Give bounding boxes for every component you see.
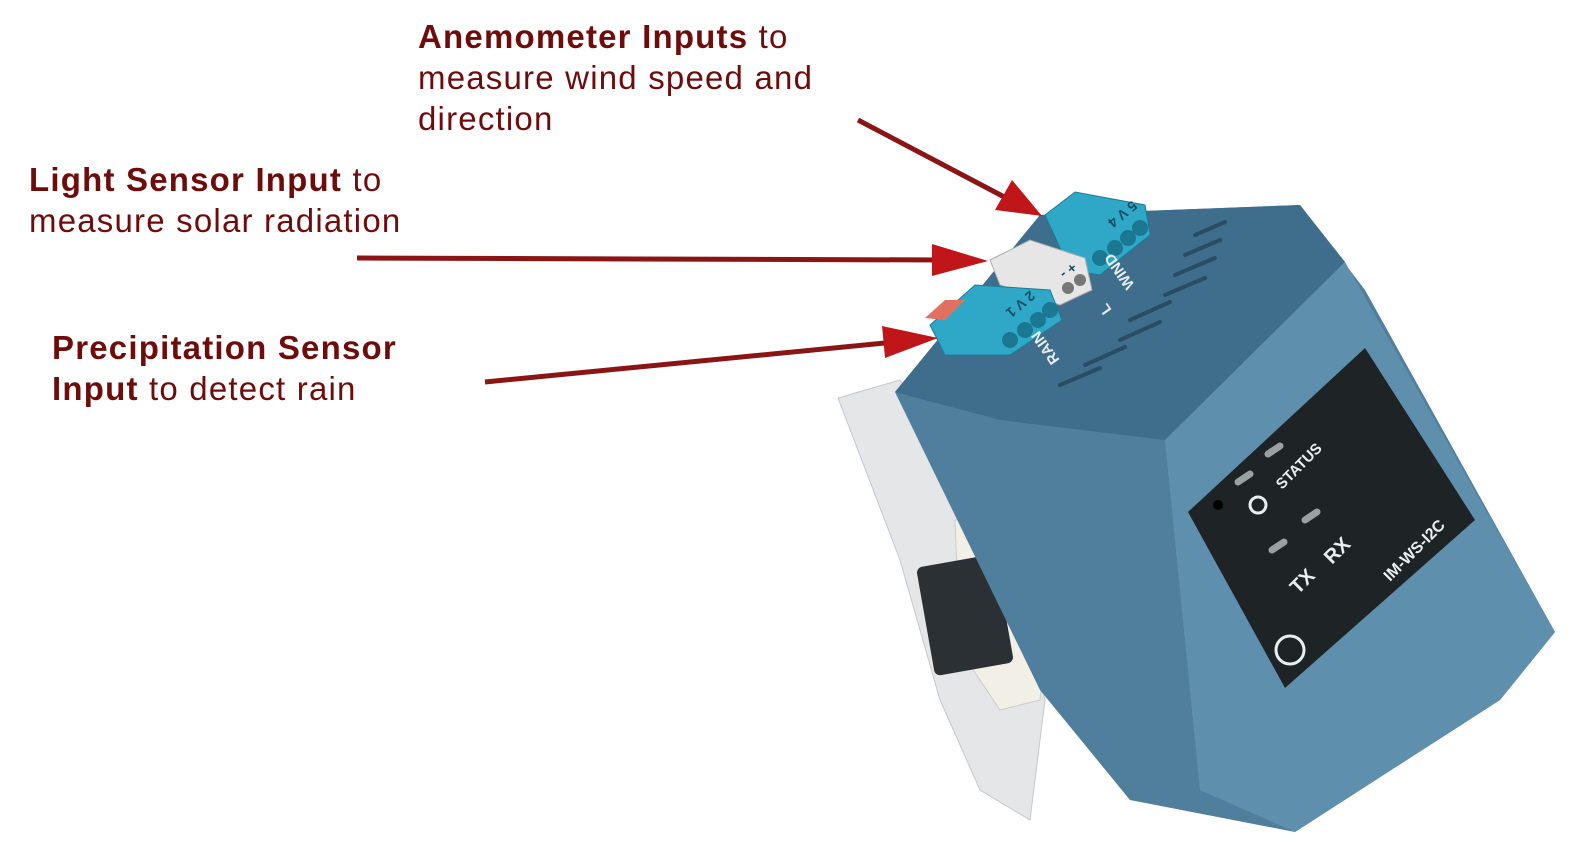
- arrowhead-light: [932, 244, 988, 276]
- terminal-screws: [1002, 220, 1148, 348]
- precipitation-caption: Precipitation Sensor Input to detect rai…: [52, 327, 397, 409]
- anemometer-line3: direction: [418, 100, 554, 137]
- arrow-anemometer: [856, 117, 1012, 203]
- rain-terminal-block: [929, 284, 1063, 356]
- annotation-arrows: [356, 117, 1042, 385]
- arrowhead-anemometer: [995, 180, 1042, 216]
- front-panel: [1188, 348, 1475, 688]
- anemometer-title: Anemometer Inputs: [418, 18, 749, 55]
- light-title: Light Sensor Input: [29, 161, 343, 198]
- light-line2: measure solar radiation: [29, 202, 402, 239]
- status-leds: [1234, 442, 1321, 554]
- light-caption: Light Sensor Input to measure solar radi…: [29, 159, 401, 241]
- red-tab: [925, 300, 965, 320]
- vent-slots: [1058, 220, 1227, 387]
- anemometer-line2: measure wind speed and: [418, 59, 814, 96]
- anemometer-to: to: [748, 18, 789, 55]
- arrow-light: [356, 255, 946, 263]
- brand-logo: [1274, 634, 1306, 666]
- anemometer-caption: Anemometer Inputs to measure wind speed …: [418, 16, 813, 139]
- precipitation-title-2: Input: [52, 370, 139, 407]
- light-to: to: [342, 161, 383, 198]
- arrowhead-precipitation: [882, 326, 938, 358]
- precipitation-title: Precipitation Sensor: [52, 329, 397, 366]
- reset-hole: [1213, 500, 1223, 510]
- arrow-precipitation: [484, 339, 896, 385]
- precipitation-line2: to detect rain: [138, 370, 357, 407]
- power-icon: [1248, 495, 1268, 515]
